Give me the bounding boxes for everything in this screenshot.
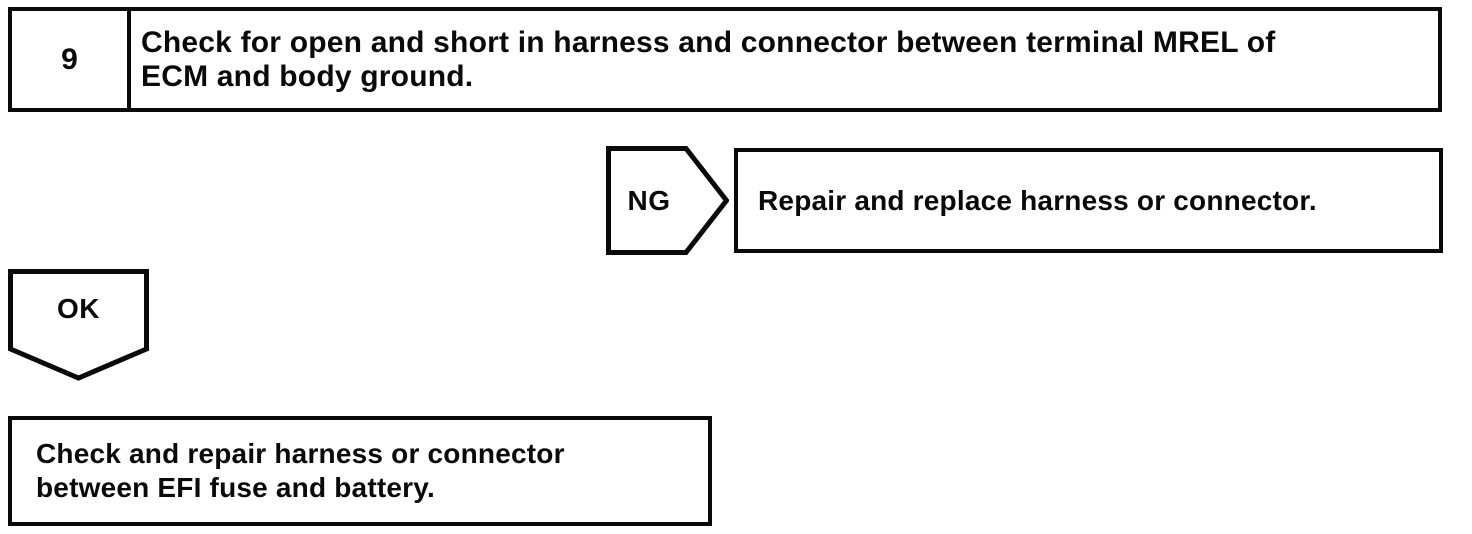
ok-connector-shape: OK [8,269,149,381]
step-number: 9 [61,42,78,76]
ng-connector-shape: NG [606,146,729,255]
ok-pentagon-icon [8,269,149,381]
ng-action-text: Repair and replace harness or connector. [758,184,1317,216]
step-number-cell: 9 [12,11,131,108]
step-instruction: Check for open and short in harness and … [141,25,1276,93]
step-box: 9 Check for open and short in harness an… [8,7,1442,112]
ng-action-box: Repair and replace harness or connector. [734,148,1443,253]
ok-label: OK [57,293,100,324]
ok-action-text: Check and repair harness or connector be… [36,438,565,503]
ok-action-box: Check and repair harness or connector be… [8,416,712,526]
ng-pentagon-icon [606,146,729,255]
step-text-cell: Check for open and short in harness and … [131,11,1438,108]
ng-label: NG [627,184,671,216]
